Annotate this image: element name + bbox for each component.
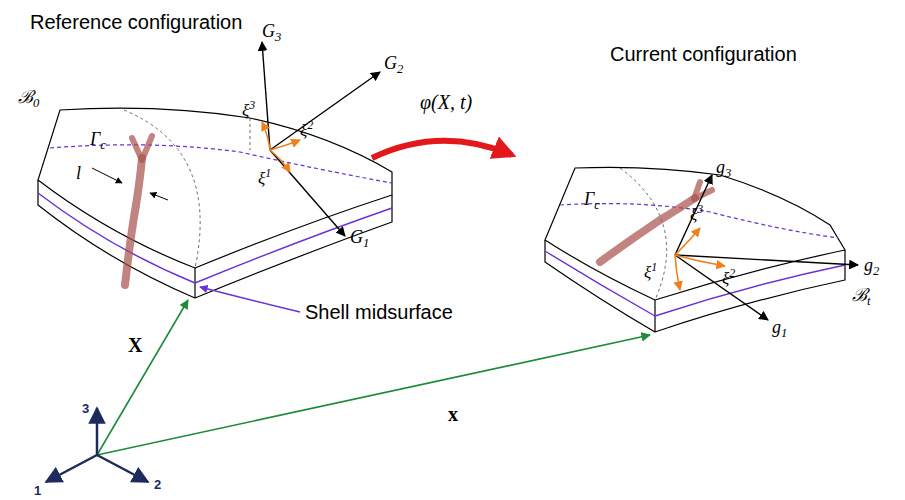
leader-line — [200, 287, 300, 312]
axis-label: 3 — [82, 402, 89, 415]
body-label: ℬt — [852, 286, 871, 307]
crack-label: Γc — [584, 190, 600, 211]
global-axes — [46, 408, 148, 482]
axis-label: 2 — [154, 478, 161, 491]
dimension — [92, 168, 122, 183]
basis-label: g3 — [716, 158, 731, 179]
body-label: ℬ0 — [18, 88, 39, 109]
coordinate-label: ξ2 — [300, 120, 313, 139]
mapping-label: φ(X, t) — [420, 92, 472, 112]
position-vector — [97, 335, 650, 455]
convective-axes — [675, 228, 725, 290]
crack-label: Γc — [90, 130, 106, 151]
coordinate-label: ξ1 — [644, 262, 657, 281]
reference-axes — [262, 42, 380, 236]
basis-label: G1 — [350, 228, 369, 249]
basis-label: G3 — [262, 22, 281, 43]
basis-label: g2 — [864, 256, 879, 277]
crack — [600, 182, 712, 262]
current-shell — [545, 167, 845, 332]
mapping-arrow — [372, 141, 512, 158]
basis-label: G2 — [384, 54, 403, 75]
axis-label: 1 — [34, 484, 41, 497]
vector-label: X — [128, 335, 142, 355]
annotation: Shell midsurface — [305, 302, 453, 322]
coordinate-label: ξ3 — [690, 204, 703, 223]
length-label: l — [76, 164, 81, 182]
coordinate-label: ξ1 — [258, 168, 271, 187]
coordinate-label: ξ3 — [242, 100, 255, 119]
heading: Reference configuration — [30, 12, 242, 32]
basis-label: g1 — [772, 318, 787, 339]
convective-axes — [262, 122, 300, 172]
coordinate-label: ξ2 — [722, 268, 735, 287]
position-vector — [97, 300, 188, 455]
crack — [125, 136, 152, 285]
reference-shell — [38, 108, 392, 298]
current-axes — [675, 175, 858, 320]
dimension — [150, 193, 168, 200]
heading: Current configuration — [610, 44, 797, 64]
vector-label: x — [448, 404, 458, 424]
